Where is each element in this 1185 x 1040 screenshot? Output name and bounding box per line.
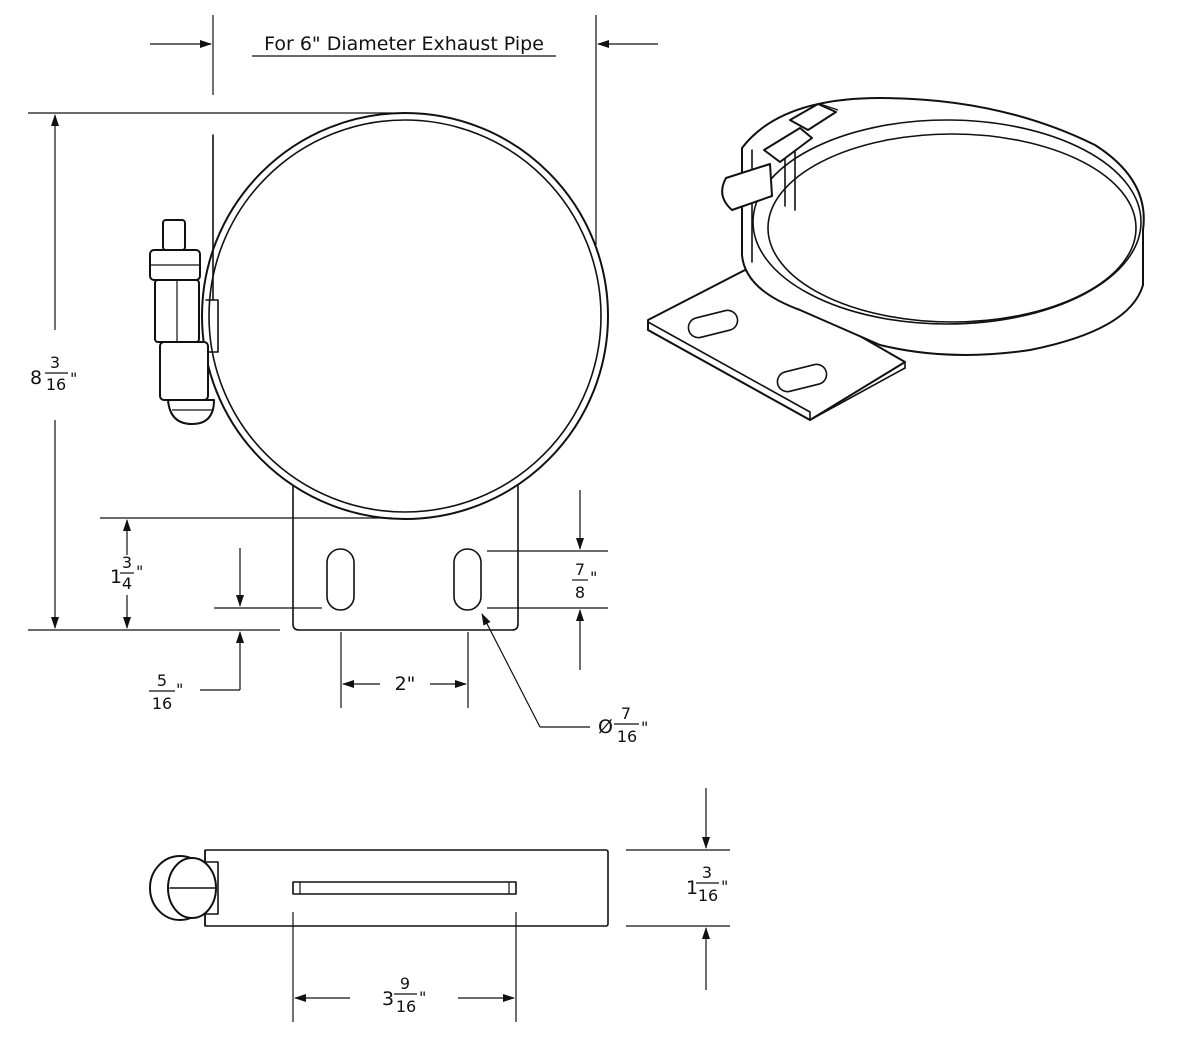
clamp-bolt	[149, 219, 215, 425]
slot-diameter-symbol: Ø	[598, 716, 613, 738]
bracket-height-whole: 1	[110, 566, 122, 588]
band-width-den: 16	[698, 886, 718, 905]
band-width-unit: "	[721, 877, 728, 896]
dim-overall-height: 8 3 16 "	[28, 112, 392, 631]
dim-slot-diameter: Ø 7 16 "	[481, 613, 648, 746]
side-slot-length-num: 9	[400, 974, 410, 993]
side-band	[204, 849, 609, 927]
slot-offset-den: 16	[152, 694, 172, 713]
slot-left	[326, 548, 355, 611]
bracket-height-den: 4	[122, 574, 132, 593]
slot-diameter-den: 16	[617, 727, 637, 746]
overall-height-num: 3	[50, 353, 60, 372]
isometric-view	[647, 97, 1145, 421]
bracket-height-num: 3	[122, 553, 132, 572]
slot-length-unit: "	[590, 568, 597, 587]
iso-clamp-bolt	[721, 103, 839, 211]
slot-diameter-num: 7	[621, 704, 631, 723]
iso-clamp-band	[741, 97, 1145, 356]
slot-offset-unit: "	[176, 680, 183, 699]
bracket-height-unit: "	[136, 562, 143, 581]
overall-height-whole: 8	[30, 367, 42, 389]
mounting-plate	[292, 479, 519, 631]
slot-length-den: 8	[575, 583, 585, 602]
dim-bracket-height: 1 3 4 "	[100, 517, 392, 629]
band-width-num: 3	[702, 863, 712, 882]
side-view	[149, 849, 609, 927]
dim-slot-offset: 5 16 "	[149, 548, 322, 713]
slot-spacing-label: 2"	[395, 673, 416, 695]
side-slot	[292, 881, 517, 895]
pipe-diameter-dimension: For 6" Diameter Exhaust Pipe	[150, 15, 658, 245]
overall-height-den: 16	[46, 375, 66, 394]
clamp-band-inner	[208, 119, 602, 513]
dim-band-width: 1 3 16 "	[626, 788, 730, 990]
side-slot-length-den: 16	[396, 997, 416, 1016]
iso-mounting-plate	[647, 269, 906, 421]
slot-offset-num: 5	[157, 671, 167, 690]
front-view	[149, 112, 609, 631]
slot-diameter-unit: "	[641, 718, 648, 737]
side-slot-length-unit: "	[419, 988, 426, 1007]
side-bolt-head	[149, 855, 217, 921]
band-width-whole: 1	[686, 877, 698, 899]
clamp-band-outer	[201, 112, 609, 520]
slot-length-num: 7	[575, 560, 585, 579]
overall-height-unit: "	[70, 369, 77, 388]
dim-slot-length: 7 8 "	[487, 490, 608, 670]
drawing-title: For 6" Diameter Exhaust Pipe	[264, 33, 544, 55]
dim-slot-spacing: 2"	[340, 632, 469, 708]
dim-side-slot-length: 3 9 16 "	[292, 912, 517, 1022]
side-slot-length-whole: 3	[382, 988, 394, 1010]
slot-right	[453, 548, 482, 611]
